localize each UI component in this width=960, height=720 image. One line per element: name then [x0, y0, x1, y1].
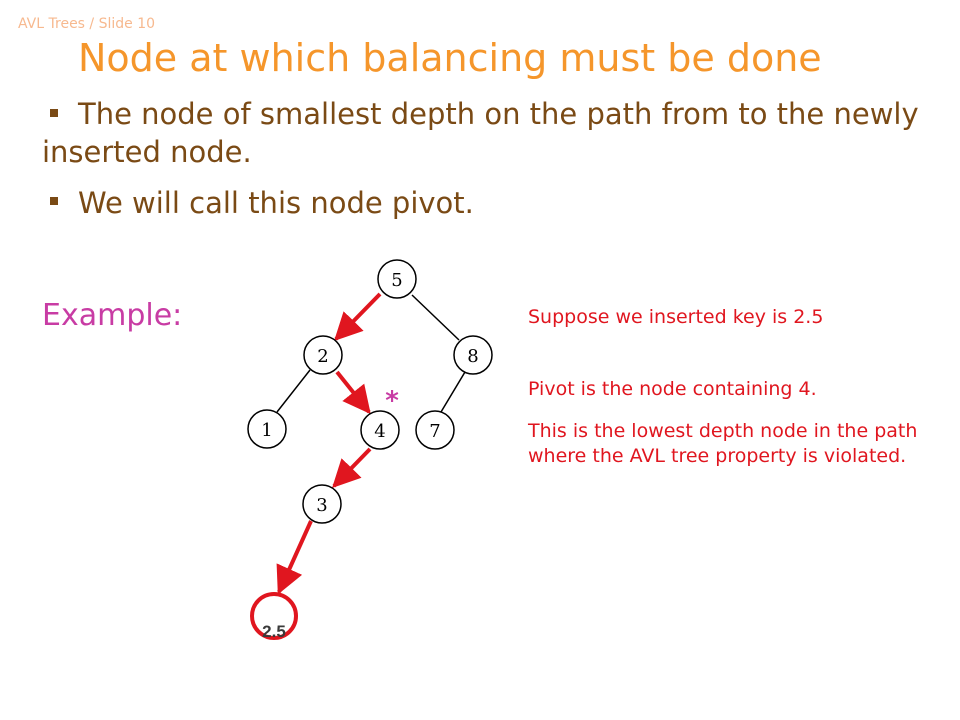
tree-node-4: 4	[360, 410, 400, 450]
tree-node-label: 2.5	[262, 622, 286, 641]
tree-node-inserted: 2.5	[250, 592, 298, 641]
tree-node-1: 1	[247, 409, 287, 449]
bullet-text: The node of smallest depth on the path f…	[42, 97, 919, 170]
square-bullet-icon	[50, 197, 58, 206]
example-label: Example:	[42, 298, 183, 333]
tree-node-5: 5	[377, 259, 417, 299]
tree-node-3: 3	[302, 484, 342, 524]
tree-node-label: 7	[429, 421, 440, 442]
tree-node-label: 8	[467, 346, 478, 367]
tree-edge-5-8	[411, 294, 460, 341]
slide-label: AVL Trees / Slide 10	[18, 16, 156, 32]
bullet-item: The node of smallest depth on the path f…	[42, 95, 942, 172]
tree-node-label: 4	[374, 421, 385, 442]
tree-node-label: 2	[317, 346, 328, 367]
tree-node-label: 5	[391, 270, 402, 291]
tree-node-7: 7	[415, 410, 455, 450]
tree-node-8: 8	[453, 335, 493, 375]
bullet-item: We will call this node pivot.	[42, 184, 942, 222]
tree-node-label: 3	[316, 495, 327, 516]
note-explanation: This is the lowest depth node in the pat…	[528, 420, 918, 467]
bullet-text: We will call this node pivot.	[78, 185, 474, 220]
tree-edge-2-1	[276, 369, 311, 413]
tree-edge-5-2	[334, 292, 382, 342]
tree-edge-8-7	[440, 371, 466, 413]
tree-edge-4-3	[332, 447, 372, 489]
slide-title: Node at which balancing must be done	[78, 36, 822, 80]
note-pivot: Pivot is the node containing 4.	[528, 378, 817, 400]
tree-node-2: 2	[303, 335, 343, 375]
tree-edge-2-4	[335, 370, 371, 415]
tree-node-label: 1	[261, 420, 272, 441]
note-inserted: Suppose we inserted key is 2.5	[528, 306, 824, 328]
bullet-list: The node of smallest depth on the path f…	[42, 95, 942, 234]
square-bullet-icon	[50, 108, 58, 117]
pivot-marker: *	[385, 386, 399, 416]
tree-edge-3-2.5	[276, 520, 313, 595]
